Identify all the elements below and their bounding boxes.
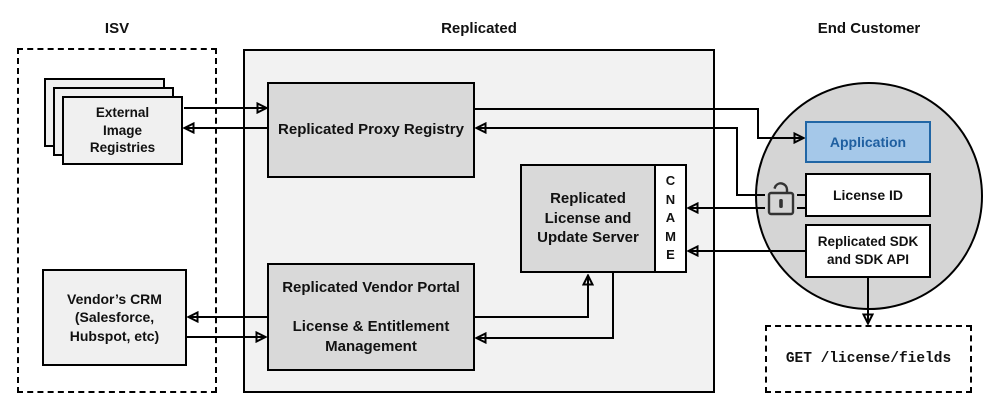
vendor-crm-node: Vendor’s CRM (Salesforce, Hubspot, etc) — [42, 269, 187, 366]
license-update-server-node: Replicated License and Update Server — [520, 164, 656, 273]
external-image-registries-node: External Image Registries — [62, 96, 183, 165]
get-license-fields-label: GET /license/fields — [785, 351, 952, 367]
cname-node: CNAME — [654, 164, 687, 273]
unlock-keyhole — [779, 199, 783, 208]
isv-dashed-container — [17, 48, 217, 393]
cname-label: CNAME — [665, 173, 676, 263]
license-id-node: License ID — [805, 173, 931, 217]
unlock-icon — [765, 182, 797, 216]
replicated-section-title: Replicated — [441, 20, 517, 37]
get-license-fields-node: GET /license/fields — [765, 325, 972, 393]
vendor-portal-node: Replicated Vendor Portal License & Entit… — [267, 263, 475, 371]
replicated-proxy-registry-node: Replicated Proxy Registry — [267, 82, 475, 178]
isv-section-title: ISV — [104, 20, 130, 37]
replicated-sdk-node: Replicated SDK and SDK API — [805, 224, 931, 278]
end-customer-section-title: End Customer — [817, 20, 921, 37]
application-node: Application — [805, 121, 931, 163]
